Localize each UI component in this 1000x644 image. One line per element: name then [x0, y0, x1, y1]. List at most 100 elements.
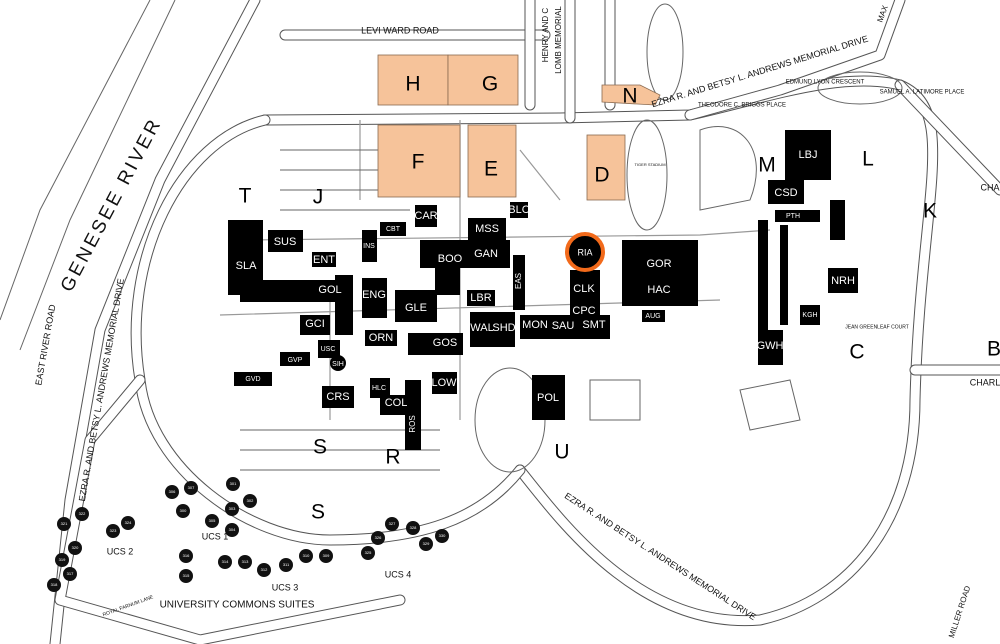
residence-hall[interactable]	[184, 481, 198, 495]
residence-hall[interactable]	[176, 504, 190, 518]
parking-lot-d[interactable]	[586, 134, 626, 201]
parking-lot-n[interactable]	[601, 84, 661, 106]
residence-hall[interactable]	[57, 517, 71, 531]
building-label-gvp[interactable]: GVP	[288, 357, 303, 364]
lot-letter-label[interactable]: M	[758, 154, 776, 177]
building-label-cpc[interactable]: CPC	[572, 305, 595, 317]
residence-hall[interactable]	[218, 555, 232, 569]
residence-hall[interactable]	[319, 549, 333, 563]
residence-hall[interactable]	[205, 514, 219, 528]
building-label-shd[interactable]: SHD	[492, 322, 515, 334]
residence-hall[interactable]	[257, 563, 271, 577]
building-label-boo[interactable]: BOO	[438, 253, 463, 265]
building-label-wal[interactable]: WAL	[470, 322, 493, 334]
building-label-smt[interactable]: SMT	[582, 319, 606, 331]
lot-letter-label[interactable]: J	[313, 186, 324, 209]
building-label-crs[interactable]: CRS	[326, 391, 349, 403]
residence-hall[interactable]	[121, 516, 135, 530]
building-label-lbj[interactable]: LBJ	[799, 149, 818, 161]
building-label-hlc[interactable]: HLC	[372, 385, 386, 392]
residence-hall[interactable]	[279, 558, 293, 572]
building-label-kgh[interactable]: KGH	[802, 312, 817, 319]
building-label-eng[interactable]: ENG	[362, 289, 386, 301]
building-label-nrh[interactable]: NRH	[831, 275, 855, 287]
building-label-gvd[interactable]: GVD	[245, 376, 260, 383]
residence-hall[interactable]	[225, 523, 239, 537]
parking-lot-label[interactable]: E	[484, 158, 498, 181]
parking-lot-label[interactable]: F	[412, 151, 425, 174]
residence-hall[interactable]	[435, 529, 449, 543]
lot-letter-label[interactable]: K	[923, 200, 937, 223]
building-label-csd[interactable]: CSD	[774, 187, 797, 199]
building-label-blc[interactable]: BLC	[508, 204, 529, 216]
residence-hall[interactable]	[243, 494, 257, 508]
building-label-sau[interactable]: SAU	[552, 320, 575, 332]
residence-hall[interactable]	[165, 485, 179, 499]
building-label-sus[interactable]: SUS	[274, 236, 297, 248]
lot-letter-label[interactable]: L	[862, 148, 874, 171]
building-label-car[interactable]: CAR	[414, 210, 437, 222]
building-label-gwh[interactable]: GWH	[757, 340, 784, 352]
residence-hall[interactable]	[238, 555, 252, 569]
residence-hall[interactable]	[361, 546, 375, 560]
building-label-eas[interactable]: EAS	[514, 273, 523, 289]
building-label-ria-highlighted[interactable]: RIA	[577, 247, 592, 257]
lot-letter-label[interactable]: B	[987, 338, 1000, 361]
lot-letter-label[interactable]: T	[239, 185, 252, 208]
residence-hall[interactable]	[106, 524, 120, 538]
lot-letter-label[interactable]: U	[554, 441, 569, 464]
building-label-lbr[interactable]: LBR	[470, 292, 491, 304]
lot-letter-label[interactable]: S	[313, 436, 327, 459]
building-label-col[interactable]: COL	[385, 397, 408, 409]
building-label-cbt[interactable]: CBT	[386, 226, 401, 233]
building-label-orn[interactable]: ORN	[369, 332, 394, 344]
building-label-clk[interactable]: CLK	[573, 283, 595, 295]
residence-hall[interactable]	[226, 477, 240, 491]
residence-hall[interactable]	[225, 502, 239, 516]
residence-hall[interactable]	[385, 517, 399, 531]
building-label-ros[interactable]: ROS	[408, 415, 417, 432]
parking-lot-e[interactable]	[467, 124, 517, 198]
parking-lot-f[interactable]	[377, 124, 461, 198]
residence-hall[interactable]	[371, 531, 385, 545]
residence-hall[interactable]	[406, 521, 420, 535]
residence-hall[interactable]	[55, 553, 69, 567]
residence-hall[interactable]	[179, 549, 193, 563]
parking-lot-label[interactable]: G	[482, 73, 498, 96]
building-label-gci[interactable]: GCI	[305, 318, 325, 330]
building-label-pol[interactable]: POL	[537, 392, 559, 404]
highlight-ring-ria[interactable]	[565, 232, 605, 272]
parking-lot-label[interactable]: N	[622, 85, 637, 108]
lot-letter-label[interactable]: R	[385, 446, 400, 469]
building-label-gos[interactable]: GOS	[433, 337, 457, 349]
parking-lot-label[interactable]: D	[594, 164, 609, 187]
building-label-sih[interactable]: SIH	[332, 361, 344, 368]
parking-lot-h[interactable]	[377, 54, 449, 106]
building-label-ent[interactable]: ENT	[313, 254, 335, 266]
building-label-gor[interactable]: GOR	[646, 258, 671, 270]
parking-lot-g[interactable]	[447, 54, 519, 106]
building-label-low[interactable]: LOW	[431, 377, 457, 389]
residence-hall[interactable]	[63, 567, 77, 581]
residence-hall[interactable]	[68, 541, 82, 555]
residence-hall[interactable]	[47, 578, 61, 592]
lot-letter-label[interactable]: C	[849, 341, 864, 364]
building-label-gol[interactable]: GOL	[318, 284, 341, 296]
building-label-mss[interactable]: MSS	[475, 223, 499, 235]
building-label-mon[interactable]: MON	[522, 319, 548, 331]
building-label-ins[interactable]: INS	[363, 243, 375, 250]
building-label-pth[interactable]: PTH	[786, 213, 800, 220]
building-label-aug[interactable]: AUG	[645, 313, 660, 320]
lot-letter-label[interactable]: S	[311, 501, 325, 524]
residence-hall[interactable]	[179, 569, 193, 583]
residence-hall[interactable]	[419, 537, 433, 551]
building-label-usc[interactable]: USC	[321, 346, 336, 353]
building-label-gan[interactable]: GAN	[474, 248, 498, 260]
parking-lot-label[interactable]: H	[405, 73, 420, 96]
residence-hall[interactable]	[299, 549, 313, 563]
building-label-hac[interactable]: HAC	[647, 284, 670, 296]
residence-hall[interactable]	[75, 507, 89, 521]
building-label-sla[interactable]: SLA	[236, 260, 257, 272]
